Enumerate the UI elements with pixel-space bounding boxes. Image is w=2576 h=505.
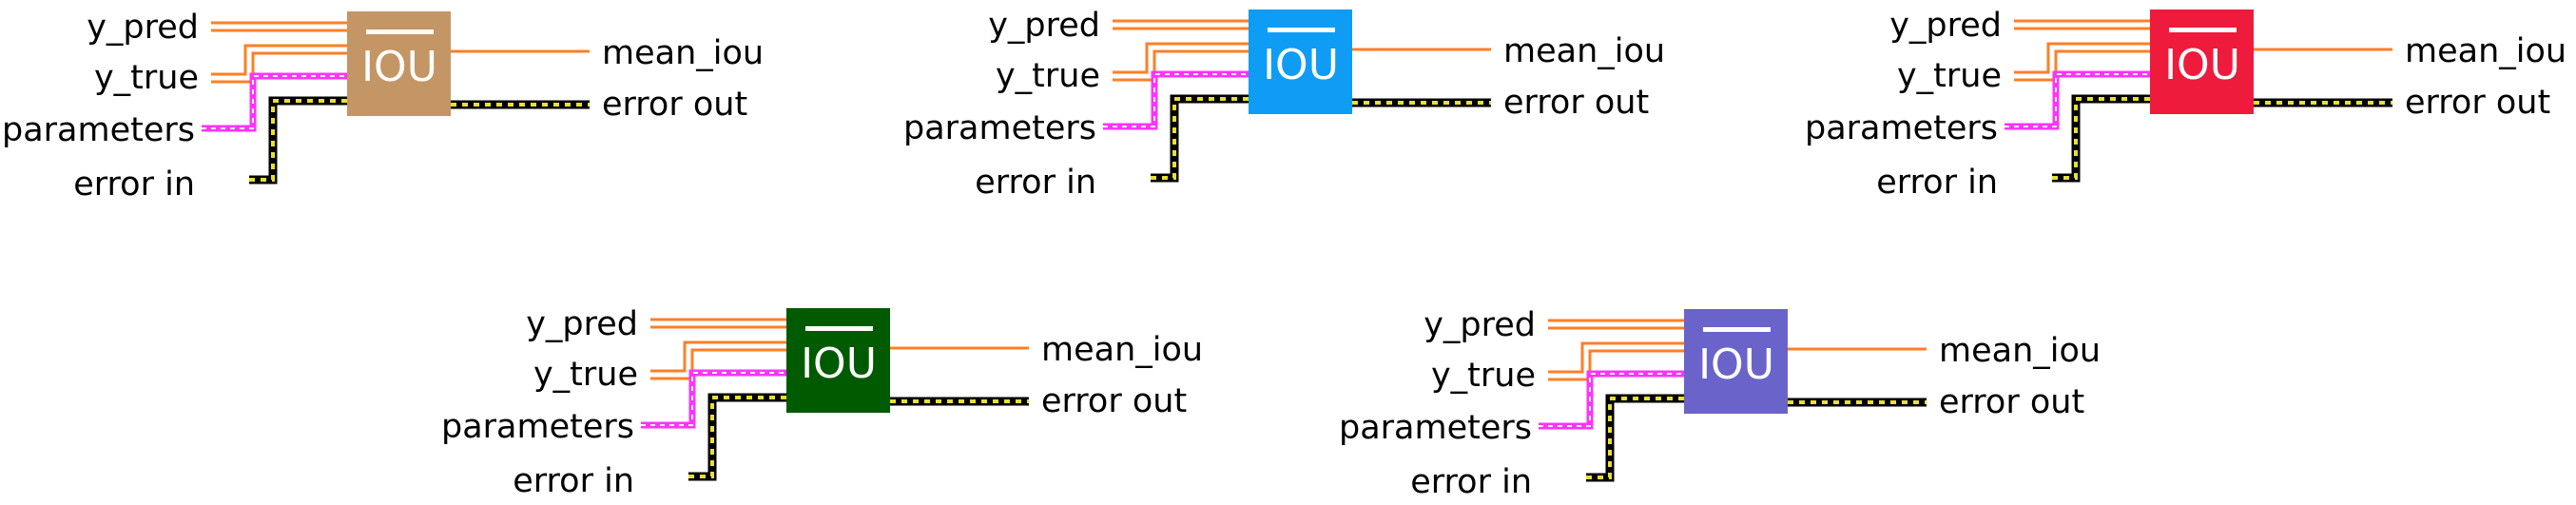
y-pred-label: y_pred — [526, 305, 638, 343]
mean-iou-label: mean_iou — [602, 34, 764, 72]
error-out-label: error out — [602, 86, 747, 124]
iou-block-purple[interactable]: IOU y_pred y_true parameters error in mean_io… — [1339, 306, 2101, 501]
error-in-wire — [249, 96, 347, 185]
iou-icon[interactable]: IOU — [2150, 10, 2254, 114]
iou-block-brown[interactable]: IOU y_pred y_true parameters error in mean_io… — [2, 9, 764, 204]
mean-iou-label: mean_iou — [1939, 332, 2101, 370]
iou-icon-label: IOU — [1263, 41, 1339, 89]
iou-block-blue[interactable]: IOU y_pred y_true parameters error in mean_io… — [903, 7, 1665, 202]
error-in-label: error in — [975, 164, 1096, 202]
y-true-wire — [1113, 49, 1249, 82]
wires — [2005, 19, 2392, 183]
overbar — [1703, 327, 1771, 332]
iou-icon-body — [1249, 10, 1352, 114]
wires — [202, 21, 590, 185]
iou-icon[interactable]: IOU — [1249, 10, 1352, 114]
parameters-label: parameters — [903, 109, 1096, 147]
iou-icon[interactable]: IOU — [347, 11, 451, 116]
mean-iou-label: mean_iou — [2405, 32, 2566, 70]
y-true-wire — [211, 44, 347, 76]
overbar — [805, 326, 873, 331]
iou-block-red[interactable]: IOU y_pred y_true parameters error in mean_io… — [1805, 7, 2566, 202]
iou-icon-body — [786, 308, 890, 413]
iou-icon-body — [1684, 309, 1788, 414]
error-in-wire — [2052, 94, 2150, 183]
error-in-label: error in — [513, 462, 634, 500]
overbar — [1268, 28, 1335, 32]
iou-icon-label: IOU — [361, 43, 437, 91]
y-true-label: y_true — [996, 57, 1100, 95]
error-in-label: error in — [1410, 463, 1532, 501]
wires — [1539, 319, 1927, 482]
y-pred-label: y_pred — [988, 7, 1100, 45]
y-true-wire — [2014, 49, 2150, 82]
iou-icon-body — [2150, 10, 2254, 114]
iou-icon-body — [347, 11, 451, 116]
y-true-wire — [650, 348, 786, 380]
overbar — [366, 29, 434, 34]
mean-iou-label: mean_iou — [1503, 32, 1665, 70]
iou-block-green[interactable]: IOU y_pred y_true parameters error in mean_io… — [441, 305, 1203, 500]
y-pred-label: y_pred — [1889, 7, 2002, 45]
y-true-wire — [650, 340, 786, 373]
y-pred-label: y_pred — [87, 9, 199, 47]
error-in-wire — [1151, 94, 1249, 183]
error-out-label: error out — [1939, 383, 2084, 421]
y-true-label: y_true — [533, 356, 638, 394]
y-true-wire — [2014, 42, 2150, 74]
error-in-label: error in — [1876, 164, 1998, 202]
y-true-label: y_true — [1897, 57, 2002, 95]
parameters-label: parameters — [1339, 409, 1532, 447]
parameters-label: parameters — [2, 111, 195, 149]
iou-icon-label: IOU — [1698, 340, 1774, 389]
error-in-wire — [1586, 394, 1684, 482]
iou-icon[interactable]: IOU — [786, 308, 890, 413]
error-out-label: error out — [1041, 382, 1187, 420]
iou-icon[interactable]: IOU — [1684, 309, 1788, 414]
error-out-label: error out — [2405, 84, 2550, 122]
iou-icon-label: IOU — [2164, 41, 2240, 89]
error-out-label: error out — [1503, 84, 1649, 122]
iou-icon-label: IOU — [801, 340, 877, 388]
mean-iou-label: mean_iou — [1041, 331, 1203, 369]
y-true-wire — [211, 51, 347, 84]
parameters-label: parameters — [441, 408, 634, 446]
parameters-label: parameters — [1805, 109, 1998, 147]
y-true-label: y_true — [1431, 357, 1536, 395]
error-in-wire — [688, 393, 786, 481]
error-in-label: error in — [73, 165, 195, 204]
overbar — [2169, 28, 2237, 32]
y-true-wire — [1548, 349, 1684, 381]
y-true-wire — [1113, 42, 1249, 74]
y-pred-label: y_pred — [1424, 306, 1536, 344]
wires — [641, 318, 1029, 481]
wires — [1103, 19, 1491, 183]
y-true-wire — [1548, 341, 1684, 374]
y-true-label: y_true — [94, 59, 199, 97]
